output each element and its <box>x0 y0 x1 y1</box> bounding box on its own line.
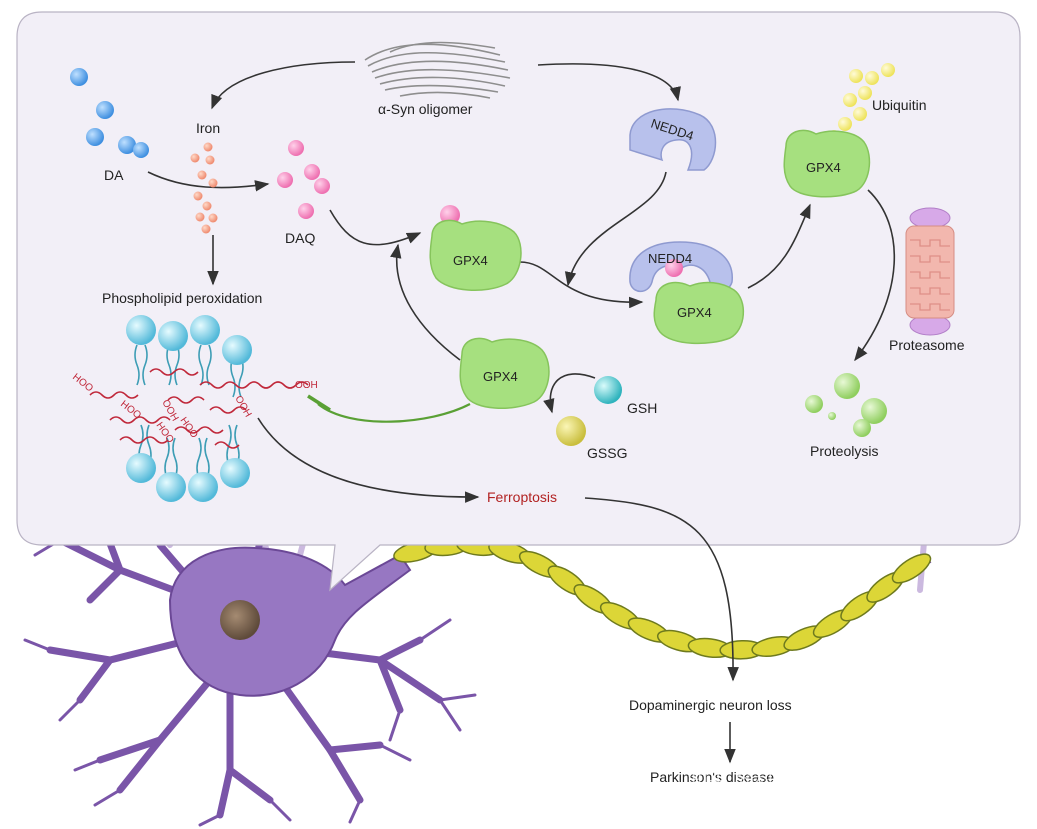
label-daq: DAQ <box>285 230 315 246</box>
pathway-arrows <box>147 61 896 764</box>
label-nedd4-mid: NEDD4 <box>648 251 692 266</box>
daq-bound-mid <box>665 259 683 277</box>
myelin-segment <box>891 553 932 584</box>
iron-particles <box>190 142 218 234</box>
nedd4-top-shape <box>629 108 717 171</box>
label-proteolysis: Proteolysis <box>810 443 878 459</box>
gsh-molecule <box>594 376 622 404</box>
label-ferroptosis: Ferroptosis <box>487 489 557 505</box>
proteasome-icon <box>905 207 955 336</box>
gpx4-lower-shape <box>459 337 550 409</box>
neuron-soma <box>168 546 412 697</box>
neuron-nucleus <box>220 600 260 640</box>
syn-oligomer-icon <box>364 41 511 99</box>
gpx4-mid-shape <box>653 281 745 345</box>
da-molecules <box>70 68 149 158</box>
label-phospholipid-peroxidation: Phospholipid peroxidation <box>102 290 262 306</box>
label-syn-oligomer: α-Syn oligomer <box>378 101 473 117</box>
label-gpx4-top: GPX4 <box>806 160 841 175</box>
label-neuron-loss: Dopaminergic neuron loss <box>629 697 792 713</box>
gpx4-top-shape <box>783 129 871 198</box>
label-ooh-1: OOH <box>295 380 318 391</box>
myelin-sheath <box>393 536 932 660</box>
label-gpx4-mid: GPX4 <box>677 305 712 320</box>
neuron-illustration <box>23 427 968 827</box>
lipid-bilayer <box>89 315 309 502</box>
label-parkinsons: Parkinson's disease <box>650 769 774 785</box>
gpx4-center-shape <box>429 219 522 291</box>
label-gsh: GSH <box>627 400 657 416</box>
label-iron: Iron <box>196 120 220 136</box>
label-da: DA <box>104 167 124 183</box>
label-gssg: GSSG <box>587 445 627 461</box>
label-ubiquitin: Ubiquitin <box>872 97 926 113</box>
label-gpx4-center: GPX4 <box>453 253 488 268</box>
watermark: 知乎 @科研小助手 Kelly <box>688 768 908 792</box>
daq-molecules <box>277 140 330 219</box>
pathway-panel <box>16 11 1021 592</box>
label-proteasome: Proteasome <box>889 337 965 353</box>
inhibition-line <box>307 394 471 423</box>
gssg-molecule <box>556 416 586 446</box>
proteolysis-fragments <box>805 373 887 437</box>
label-gpx4-lower: GPX4 <box>483 369 518 384</box>
